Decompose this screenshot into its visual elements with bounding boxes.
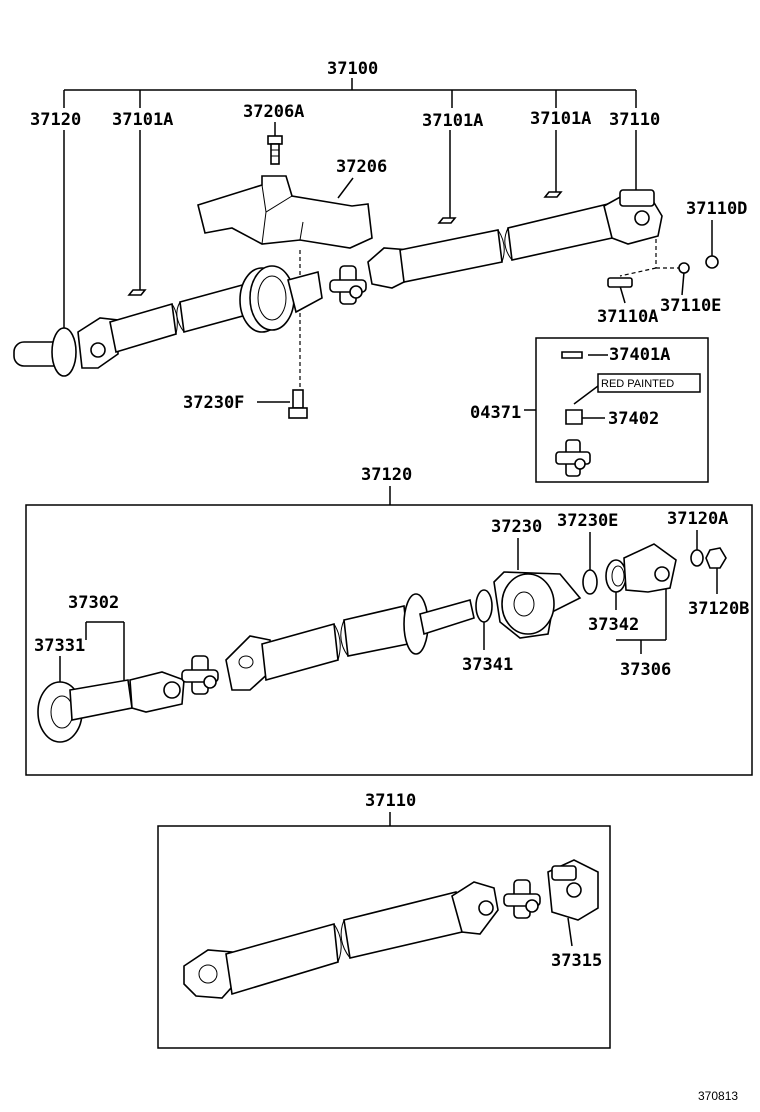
front-shaft-top — [13, 265, 323, 377]
label-37110a: 37110A — [597, 307, 658, 327]
rear-shaft-top — [367, 189, 663, 289]
label-04371: 04371 — [470, 403, 521, 423]
label-37120-section: 37120 — [361, 465, 412, 485]
bolt-37206a — [267, 135, 283, 165]
label-37120-top: 37120 — [30, 110, 81, 130]
middle-leaders — [59, 530, 718, 682]
label-37110-top: 37110 — [609, 110, 660, 130]
section-box-37120 — [25, 504, 753, 776]
label-red-painted: RED PAINTED — [601, 378, 674, 390]
assembly-bracket — [63, 78, 637, 108]
hardware-37110 — [607, 255, 719, 288]
label-37120a: 37120A — [667, 509, 728, 529]
label-37206a: 37206A — [243, 102, 304, 122]
leader-37315 — [567, 917, 573, 947]
bolt-37230f — [288, 389, 308, 419]
label-37120b: 37120B — [688, 599, 749, 619]
label-37206: 37206 — [336, 157, 387, 177]
label-37342: 37342 — [588, 615, 639, 635]
label-37306: 37306 — [620, 660, 671, 680]
label-37110d: 37110D — [686, 199, 747, 219]
label-37230f: 37230F — [183, 393, 244, 413]
label-37110-section: 37110 — [365, 791, 416, 811]
spider-joint-top — [329, 265, 367, 305]
top-leaders — [63, 122, 713, 403]
spider-kit-box — [524, 337, 709, 483]
support-bracket-37206 — [197, 175, 373, 249]
balance-tags — [127, 191, 563, 296]
label-37341: 37341 — [462, 655, 513, 675]
label-37331: 37331 — [34, 636, 85, 656]
label-37230e: 37230E — [557, 511, 618, 531]
label-37402: 37402 — [608, 409, 659, 429]
label-37302: 37302 — [68, 593, 119, 613]
shaft-37110-exploded — [183, 859, 599, 999]
label-37315: 37315 — [551, 951, 602, 971]
shaft-37120-exploded — [37, 543, 727, 743]
label-37230: 37230 — [491, 517, 542, 537]
diagram-code: 370813 — [698, 1089, 738, 1103]
label-37101a-3: 37101A — [530, 109, 591, 129]
label-37401a: 37401A — [609, 345, 670, 365]
label-37101a-1: 37101A — [112, 110, 173, 130]
label-37110e: 37110E — [660, 296, 721, 316]
section-box-37110 — [157, 825, 611, 1049]
label-37101a-2: 37101A — [422, 111, 483, 131]
label-37100: 37100 — [327, 59, 378, 79]
